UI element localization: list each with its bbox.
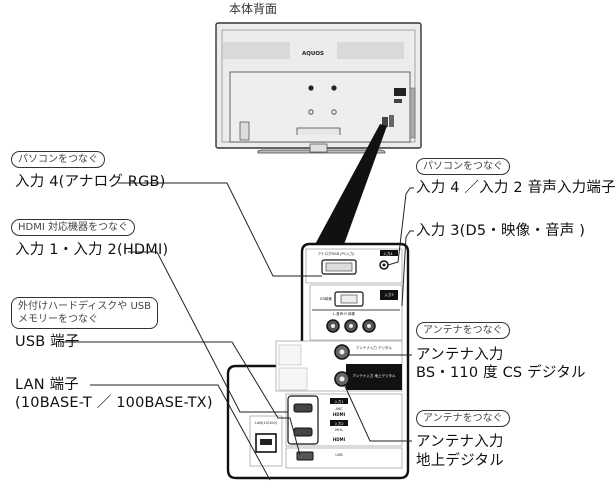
tv-rear-view: AQUOS [215,22,422,154]
hdmi1-port [293,403,313,413]
antenna-digital-label: アンテナ入力 デジタル [356,345,392,350]
leader-line-input3 [401,230,414,307]
leader-line-lan [90,384,271,481]
input2-badge: 入力2 [334,421,343,426]
diagram-title: 本体背面 [229,2,278,16]
tag-connect-pc-right: パソコンをつなぐ [416,158,510,175]
leader-line-usb [62,341,301,456]
rca-label: L-音声-R 映像 [333,311,355,316]
input3-badge: 入力3 [384,292,393,297]
label-terrestrial-digital: 地上デジタル [416,453,504,469]
label-usb-port: USB 端子 [15,334,80,350]
label-audio-input: 入力 4 ／入力 2 音声入力端子 [416,180,616,196]
tag-connect-hdmi-device: HDMI 対応機器をつなぐ [11,219,135,236]
label-antenna-input-1: アンテナ入力 [416,347,504,363]
usb-label: USB [335,453,343,457]
input1-badge: 入力1 [334,399,343,404]
lan-label: LAN(10/100) [255,421,278,425]
label-input1-input2-hdmi: 入力 1・入力 2(HDMI) [15,242,169,258]
label-lan-port: LAN 端子 [15,377,79,393]
tag-connect-antenna-2: アンテナをつなぐ [416,410,510,427]
tag-connect-antenna-1: アンテナをつなぐ [416,322,510,339]
mount-hole [331,85,337,91]
tag-connect-pc: パソコンをつなぐ [11,151,105,168]
mhl-label: MHL [335,428,343,432]
tv-logo: AQUOS [302,51,324,57]
leader-line-rgb [118,182,322,277]
leader-line-hdmi [128,251,288,413]
mount-hole [308,85,314,91]
antenna-terrestrial-label: アンテナ入力 地上デジタル [353,373,396,378]
label-input3-d5: 入力 3(D5・映像・音声 ) [416,223,586,239]
hdmi2-port [293,427,313,437]
hdmi-logo-2: HDMI [333,437,346,442]
speaker-grille-left [223,42,290,59]
label-input4-analog-rgb: 入力 4(アナログ RGB) [15,174,166,190]
tag-connect-usb-storage: 外付けハードディスクや USB メモリーをつなぐ [11,297,159,329]
mount-hole [308,109,314,115]
label-antenna-input-2: アンテナ入力 [416,434,504,450]
zoom-wedge [312,124,387,250]
hdmi-logo-1: HDMI [333,412,346,417]
mount-hole [331,109,337,115]
leader-lines [62,182,414,481]
tag-line: メモリーをつなぐ [18,314,98,325]
leader-line-terrestrial-antenna [343,383,412,442]
connector-panel: アナログRGB (PC入力) 入力4 D5映像 入力3 L-音声-R 映像 アン… [226,242,410,480]
speaker-grille-right [337,42,404,59]
tag-line: 外付けハードディスクや USB [18,301,152,312]
d5-label: D5映像 [320,296,332,301]
input4-badge: 入力4 [383,251,393,256]
leader-line-audio [387,187,414,266]
label-lan-spec: (10BASE-T ／ 100BASE-TX) [15,395,213,411]
rgb-port-label: アナログRGB (PC入力) [318,251,356,256]
terrestrial-antenna-block [346,364,402,390]
usb-port [296,451,314,461]
label-bs-cs-digital: BS・110 度 CS デジタル [416,365,586,381]
tv-connector-area [382,117,388,127]
arc-label: ARC [335,407,343,411]
